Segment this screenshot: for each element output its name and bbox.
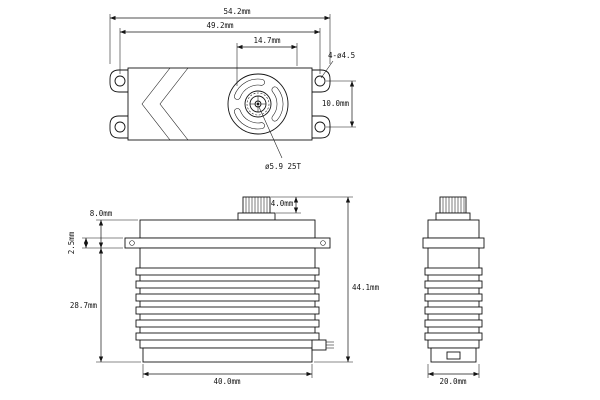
spline-washer: [237, 212, 276, 221]
front-view-dimensions: 4.0mm 8.0mm 2.5mm 28.7mm 44.1mm 40.0mm: [67, 196, 380, 386]
top-view-dimensions: 54.2mm 49.2mm 14.7mm 4-ø4.5 10.0mm ø5.9 …: [109, 7, 356, 171]
spline-shaft: [242, 196, 271, 214]
dim-label-mounting-holes: 4-ø4.5: [328, 51, 355, 60]
dim-label-flange-thickness: 2.5mm: [67, 231, 76, 254]
chevron-decoration: [141, 67, 171, 141]
dim-label-body-depth: 20.0mm: [439, 377, 467, 386]
wire-connector: [311, 339, 327, 351]
dim-label-total-height: 44.1mm: [352, 283, 380, 292]
mount-hole: [114, 75, 126, 87]
side-view: 20.0mm: [422, 196, 485, 386]
dim-label-hole-span-height: 10.0mm: [322, 99, 350, 108]
mount-hole: [114, 121, 126, 133]
bottom-cap: [142, 347, 313, 363]
top-view: 54.2mm 49.2mm 14.7mm 4-ø4.5 10.0mm ø5.9 …: [109, 7, 356, 171]
mounting-flange-side: [422, 237, 485, 249]
spline-gear: [244, 90, 272, 118]
front-view-body: [124, 196, 334, 363]
mounting-flange: [124, 237, 331, 249]
side-view-dimensions: 20.0mm: [427, 364, 480, 386]
mount-hole: [314, 121, 326, 133]
spline-shaft-side: [439, 196, 467, 214]
dim-label-spline-height: 4.0mm: [271, 199, 294, 208]
dim-label-body-width: 40.0mm: [213, 377, 241, 386]
dim-label-spline-offset: 14.7mm: [253, 36, 281, 45]
dim-label-lower-body: 28.7mm: [70, 301, 98, 310]
top-cap: [139, 219, 316, 239]
top-view-body: [109, 67, 331, 141]
output-shaft-boss: [227, 73, 289, 135]
front-view: 4.0mm 8.0mm 2.5mm 28.7mm 44.1mm 40.0mm: [67, 196, 380, 386]
dim-label-spline-spec: ø5.9 25T: [265, 162, 302, 171]
dim-label-hole-span-width: 49.2mm: [206, 21, 234, 30]
dim-label-overall-width: 54.2mm: [223, 7, 251, 16]
mount-hole: [314, 75, 326, 87]
chevron-decoration: [159, 67, 189, 141]
side-view-body: [422, 196, 485, 363]
dim-label-upper-section: 8.0mm: [90, 209, 113, 218]
